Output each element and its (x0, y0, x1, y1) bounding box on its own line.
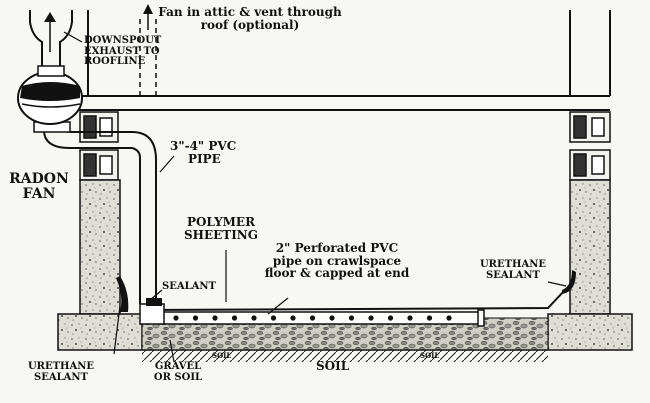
label-soil-big: SOIL (316, 359, 350, 373)
label-soil-small-1: SOIL (212, 351, 232, 360)
perforation-hole (290, 315, 296, 321)
label-perforated-line2: pipe on crawlspace (272, 253, 402, 268)
label-radon-fan-line1: RADON (9, 171, 69, 187)
label-downspout-line3: ROOFLINE (84, 56, 146, 67)
label-fan-in-attic-line1: Fan in attic & vent through (158, 5, 342, 19)
right-sill-blocks (569, 111, 611, 181)
label-fan-in-attic: Fan in attic & vent through roof (option… (140, 6, 360, 31)
optional-attic-vent (139, 18, 157, 96)
right-wall-upper (569, 10, 611, 96)
radon-fan-unit (17, 65, 83, 133)
label-urethane-right: URETHANE SEALANT (478, 259, 548, 281)
label-pvc-pipe-line1: 3"-4" PVC (170, 139, 237, 153)
perforation-hole (407, 315, 413, 321)
label-polymer-sheeting: POLYMER SHEETING (176, 216, 266, 241)
label-sealant: SEALANT (162, 281, 216, 292)
perforation-hole (173, 315, 179, 321)
downspout-arrow (44, 12, 56, 52)
polymer-sheeting (141, 289, 570, 311)
pvc-riser (118, 131, 157, 304)
perforation-hole (387, 315, 394, 321)
perforation-hole (231, 315, 238, 321)
label-gravel-line2: OR SOIL (153, 371, 203, 383)
perforation-hole (309, 315, 316, 321)
pipe-elbow (139, 298, 165, 325)
perforated-pipe (157, 309, 485, 327)
label-polymer-line1: POLYMER (186, 215, 256, 229)
label-radon-fan: RADON FAN (4, 172, 74, 201)
label-urethane-left-line1: URETHANE (27, 361, 95, 372)
label-pvc-pipe-line2: PIPE (188, 151, 221, 166)
right-foundation-wall (569, 179, 611, 315)
label-perforated-line3: floor & capped at end (264, 266, 410, 281)
perforation-hole (192, 315, 199, 321)
right-footing (547, 313, 633, 351)
attic-vent-arrow (143, 4, 153, 30)
label-pvc-pipe: 3"-4" PVC PIPE (170, 140, 236, 165)
label-downspout-line2: EXHAUST TO (84, 45, 160, 57)
perforation-hole (368, 315, 374, 321)
perforation-hole (251, 315, 257, 321)
label-polymer-line2: SHEETING (183, 227, 259, 242)
perforation-hole (212, 315, 218, 321)
label-urethane-right-line2: SEALANT (486, 269, 540, 281)
soil-hatching (142, 350, 548, 362)
label-downspout: DOWNSPOUT EXHAUST TO ROOFLINE (84, 35, 162, 68)
leader-lines (63, 31, 567, 363)
right-urethane-sealant (562, 270, 576, 294)
left-footing (57, 313, 143, 351)
label-perforated-pipe: 2" Perforated PVC pipe on crawlspace flo… (262, 242, 412, 280)
label-gravel-line1: GRAVEL (154, 361, 202, 372)
left-foundation-wall (79, 179, 121, 315)
perforation-hole (270, 315, 277, 321)
pipe-perforations (173, 315, 452, 321)
perforation-hole (446, 315, 452, 321)
label-radon-fan-line2: FAN (22, 185, 56, 202)
left-urethane-sealant (116, 276, 129, 312)
label-soil-small-2: SOIL (420, 351, 440, 360)
label-urethane-left: URETHANE SEALANT (26, 361, 96, 383)
label-perforated-line1: 2" Perforated PVC (275, 241, 399, 255)
label-gravel-or-soil: GRAVEL OR SOIL (148, 361, 208, 383)
floor-band (22, 95, 610, 111)
label-downspout-line1: DOWNSPOUT (84, 35, 162, 46)
perforation-hole (426, 315, 433, 321)
label-fan-in-attic-line2: roof (optional) (200, 17, 300, 32)
perforation-hole (348, 315, 355, 321)
label-urethane-right-line1: URETHANE (479, 259, 547, 270)
left-sill-blocks (79, 111, 119, 181)
perforation-hole (329, 315, 335, 321)
label-urethane-left-line2: SEALANT (34, 371, 88, 383)
